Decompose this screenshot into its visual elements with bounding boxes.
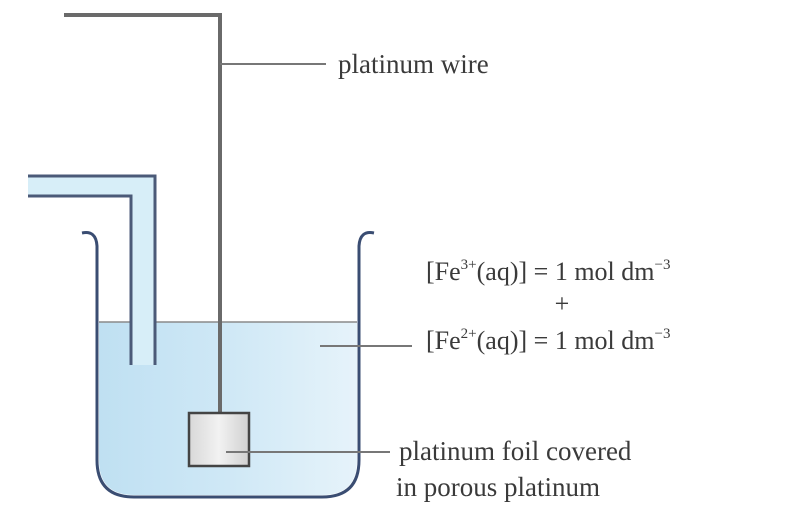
label-fe3-concentration: [Fe3+(aq)] = 1 mol dm−3 [426,257,670,286]
platinum-foil [187,411,251,468]
label-platinum-wire: platinum wire [338,49,489,79]
tube [28,176,155,365]
label-plus: + [555,289,570,318]
beaker [81,231,375,499]
label-foil-line2: in porous platinum [396,472,600,502]
tube-outline [28,174,157,365]
platinum-wire [64,13,222,413]
label-foil-line1: platinum foil covered [399,436,632,466]
label-fe2-concentration: [Fe2+(aq)] = 1 mol dm−3 [426,326,670,355]
